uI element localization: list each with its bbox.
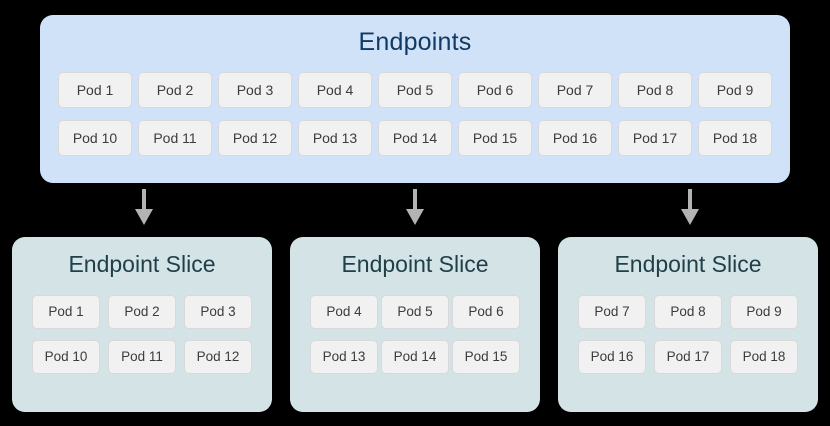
pod-chip[interactable]: Pod 1 (58, 72, 132, 108)
pod-chip[interactable]: Pod 15 (458, 120, 532, 156)
pod-chip[interactable]: Pod 12 (218, 120, 292, 156)
pod-chip[interactable]: Pod 18 (698, 120, 772, 156)
pod-chip[interactable]: Pod 17 (654, 340, 722, 374)
pod-chip[interactable]: Pod 13 (310, 340, 378, 374)
endpoint-slice-title: Endpoint Slice (68, 251, 216, 277)
endpoints-container: Endpoints Pod 1 Pod 2 Pod 3 Pod 4 Pod 5 … (40, 15, 790, 183)
arrow-to-slice-2 (402, 189, 428, 225)
endpoint-slice-pod-row-1: Pod 4 Pod 5 Pod 6 (310, 295, 520, 329)
pod-chip[interactable]: Pod 13 (298, 120, 372, 156)
endpoints-pod-row-2: Pod 10 Pod 11 Pod 12 Pod 13 Pod 14 Pod 1… (58, 120, 772, 156)
endpoint-slice-container-3: Endpoint Slice Pod 7 Pod 8 Pod 9 Pod 16 … (558, 237, 818, 412)
endpoints-pod-grid: Pod 1 Pod 2 Pod 3 Pod 4 Pod 5 Pod 6 Pod … (58, 72, 772, 156)
endpoint-slice-pod-row-2: Pod 10 Pod 11 Pod 12 (32, 340, 252, 374)
pod-chip[interactable]: Pod 9 (698, 72, 772, 108)
pod-chip[interactable]: Pod 11 (138, 120, 212, 156)
endpoint-slice-pod-grid: Pod 4 Pod 5 Pod 6 Pod 13 Pod 14 Pod 15 (310, 295, 520, 385)
pod-chip[interactable]: Pod 18 (730, 340, 798, 374)
down-arrow-icon (681, 189, 699, 225)
pod-chip[interactable]: Pod 3 (218, 72, 292, 108)
endpoint-slice-title: Endpoint Slice (341, 251, 489, 277)
pod-chip[interactable]: Pod 4 (298, 72, 372, 108)
endpoints-pod-row-1: Pod 1 Pod 2 Pod 3 Pod 4 Pod 5 Pod 6 Pod … (58, 72, 772, 108)
pod-chip[interactable]: Pod 2 (108, 295, 176, 329)
endpoint-slice-pod-row-2: Pod 13 Pod 14 Pod 15 (310, 340, 520, 374)
pod-chip[interactable]: Pod 14 (381, 340, 449, 374)
arrow-to-slice-3 (677, 189, 703, 225)
pod-chip[interactable]: Pod 9 (730, 295, 798, 329)
pod-chip[interactable]: Pod 14 (378, 120, 452, 156)
pod-chip[interactable]: Pod 2 (138, 72, 212, 108)
pod-chip[interactable]: Pod 11 (108, 340, 176, 374)
pod-chip[interactable]: Pod 10 (58, 120, 132, 156)
pod-chip[interactable]: Pod 1 (32, 295, 100, 329)
pod-chip[interactable]: Pod 5 (381, 295, 449, 329)
pod-chip[interactable]: Pod 5 (378, 72, 452, 108)
down-arrow-icon (135, 189, 153, 225)
endpoint-slice-pod-grid: Pod 1 Pod 2 Pod 3 Pod 10 Pod 11 Pod 12 (32, 295, 252, 385)
endpoint-slice-pod-grid: Pod 7 Pod 8 Pod 9 Pod 16 Pod 17 Pod 18 (578, 295, 798, 385)
pod-chip[interactable]: Pod 7 (538, 72, 612, 108)
pod-chip[interactable]: Pod 12 (184, 340, 252, 374)
pod-chip[interactable]: Pod 7 (578, 295, 646, 329)
pod-chip[interactable]: Pod 3 (184, 295, 252, 329)
endpoints-title: Endpoints (358, 28, 472, 56)
pod-chip[interactable]: Pod 17 (618, 120, 692, 156)
pod-chip[interactable]: Pod 16 (538, 120, 612, 156)
endpoint-slice-pod-row-1: Pod 1 Pod 2 Pod 3 (32, 295, 252, 329)
endpoint-slice-container-1: Endpoint Slice Pod 1 Pod 2 Pod 3 Pod 10 … (12, 237, 272, 412)
pod-chip[interactable]: Pod 6 (458, 72, 532, 108)
pod-chip[interactable]: Pod 15 (452, 340, 520, 374)
pod-chip[interactable]: Pod 16 (578, 340, 646, 374)
down-arrow-icon (406, 189, 424, 225)
endpoint-slice-container-2: Endpoint Slice Pod 4 Pod 5 Pod 6 Pod 13 … (290, 237, 540, 412)
pod-chip[interactable]: Pod 8 (654, 295, 722, 329)
pod-chip[interactable]: Pod 6 (452, 295, 520, 329)
endpoint-slice-title: Endpoint Slice (614, 251, 762, 277)
pod-chip[interactable]: Pod 4 (310, 295, 378, 329)
endpoint-slice-pod-row-1: Pod 7 Pod 8 Pod 9 (578, 295, 798, 329)
arrow-to-slice-1 (131, 189, 157, 225)
pod-chip[interactable]: Pod 8 (618, 72, 692, 108)
endpoint-slice-pod-row-2: Pod 16 Pod 17 Pod 18 (578, 340, 798, 374)
pod-chip[interactable]: Pod 10 (32, 340, 100, 374)
